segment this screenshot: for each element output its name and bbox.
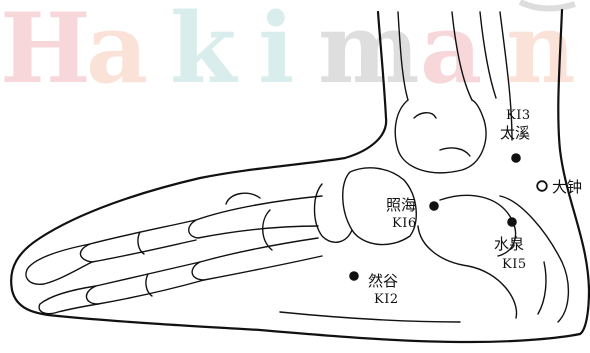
point-code-zhaohai: KI6 [392,216,417,231]
point-marker-dazhong [537,181,547,191]
point-marker-shuiquan [507,217,517,227]
point-name-dazhong: 大钟 [552,178,582,196]
watermark-letter-6: a [420,0,482,105]
point-name-taixi: 太溪 [500,124,530,142]
point-name-zhaohai: 照海 [386,196,416,214]
point-name-rangu: 然谷 [368,272,398,290]
point-code-shuiquan: KI5 [502,257,527,272]
point-taixi: KI3 太溪 [500,108,531,163]
acupoints: KI3 太溪 大钟 照海 KI6 水泉 KI5 然谷 KI2 [349,108,582,307]
watermark-letter-1: H [0,0,91,105]
watermark: H a k i m a n [0,0,576,105]
point-marker-taixi [511,153,521,163]
watermark-letter-3: k [170,0,239,105]
point-zhaohai: 照海 KI6 [386,196,439,231]
watermark-letter-4: i [258,0,294,105]
watermark-letter-7: n [506,0,576,105]
point-shuiquan: 水泉 KI5 [494,217,527,272]
point-rangu: 然谷 KI2 [349,271,398,307]
watermark-letter-5: m [318,0,420,105]
point-name-shuiquan: 水泉 [494,235,524,253]
point-code-rangu: KI2 [374,292,399,307]
point-marker-zhaohai [429,201,439,211]
point-dazhong: 大钟 [537,178,582,196]
watermark-letter-2: a [86,0,148,105]
point-code-taixi: KI3 [506,108,531,123]
point-marker-rangu [349,271,359,281]
